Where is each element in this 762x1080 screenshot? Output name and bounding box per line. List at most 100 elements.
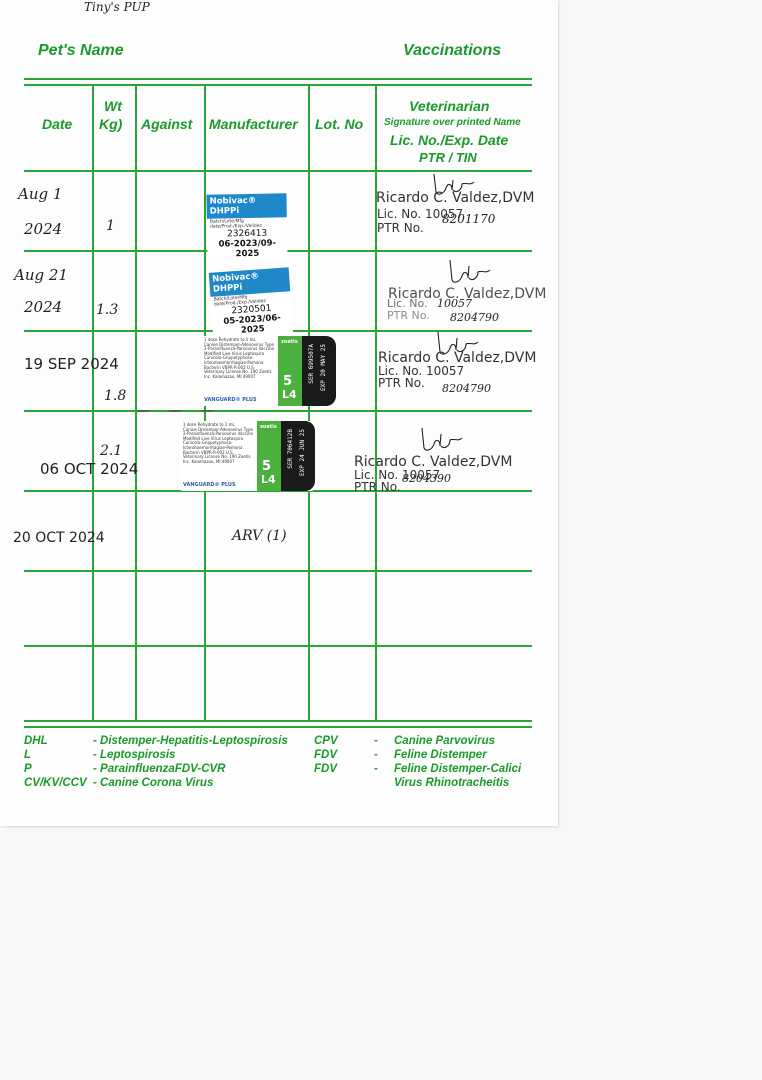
row3-ptr: PTR No. xyxy=(378,376,425,390)
vanguard-lot: SER 699507A xyxy=(308,344,315,384)
vet-signature-subheader: Signature over printed Name xyxy=(384,117,521,128)
vanguard-dose: 1 dose Rehydrate to 1 mL xyxy=(183,422,235,427)
legend-abbr: DHL xyxy=(24,735,48,747)
legend-dash: - xyxy=(374,749,378,761)
vanguard-expiry: EXP 20 MAY 25 xyxy=(320,344,327,391)
against-column-header: Against xyxy=(141,116,193,132)
column-divider-1 xyxy=(92,84,94,720)
nobivac-expiry: 06-2023/09-2025 xyxy=(218,238,277,260)
zoetis-logo: zoetis xyxy=(260,424,277,430)
vet-ptr-subheader: PTR / TIN xyxy=(419,150,477,165)
column-divider-2 xyxy=(135,84,137,720)
row-rule-6 xyxy=(24,645,532,647)
vanguard-description: Canine Distemper-Adenovirus Type 2-Parai… xyxy=(204,341,274,379)
legend-abbr: L xyxy=(24,749,32,761)
row2-date-line1: Aug 21 xyxy=(14,266,68,284)
row2-lic: Lic. No. xyxy=(387,297,428,310)
row-rule-3 xyxy=(24,410,532,412)
row2-weight: 1.3 xyxy=(96,302,119,318)
vaccinations-heading: Vaccinations xyxy=(403,42,502,59)
vanguard-expiry: EXP 24 JUN 25 xyxy=(299,429,306,476)
legend-abbr: CV/KV/CCV xyxy=(24,777,87,789)
date-column-header: Date xyxy=(42,116,73,132)
legend-desc: - Canine Corona Virus xyxy=(93,777,214,789)
row-rule-5 xyxy=(24,570,532,572)
row3-date: 19 SEP 2024 xyxy=(24,355,119,373)
row1-vet-name: Ricardo C. Valdez,DVM xyxy=(376,190,535,206)
vanguard-description: Canine Distemper-Adenovirus Type 2-Parai… xyxy=(183,426,253,464)
row4-date: 06 OCT 2024 xyxy=(40,460,139,478)
row1-ptr: PTR No. xyxy=(377,221,424,235)
vanguard-code: L4 xyxy=(261,473,276,486)
row-rule-4 xyxy=(24,490,532,492)
pet-handwritten-note: Tiny's PUP xyxy=(84,0,150,14)
column-divider-5 xyxy=(375,84,377,720)
row4-ptr: PTR No. xyxy=(354,480,401,494)
legend-rule xyxy=(24,726,532,728)
row2-signature xyxy=(449,259,491,283)
row3-weight: 1.8 xyxy=(104,388,127,404)
row2-vet-name: Ricardo C. Valdez,DVM xyxy=(388,286,547,302)
row3-lic: Lic. No. 10057 xyxy=(378,364,465,378)
legend-dash: - xyxy=(374,763,378,775)
weight-column-header-top: Wt xyxy=(104,98,122,114)
fold-line xyxy=(137,410,213,412)
pets-name-heading: Pet's Name xyxy=(38,42,124,59)
vanguard-code: L4 xyxy=(282,388,297,401)
vaccination-card-page: Tiny's PUP Pet's Name Vaccinations Date … xyxy=(13,0,547,789)
header-rule-bottom xyxy=(24,84,532,86)
legend-dash: - xyxy=(374,735,378,747)
legend-desc: Virus Rhinotracheitis xyxy=(394,777,510,789)
weight-column-header-bottom: Kg) xyxy=(99,116,123,132)
row1-date-line2: 2024 xyxy=(24,220,63,238)
veterinarian-column-header: Veterinarian xyxy=(409,98,490,114)
row5-date: 20 OCT 2024 xyxy=(13,530,105,546)
table-bottom-rule xyxy=(24,720,532,722)
zoetis-logo: zoetis xyxy=(281,339,298,345)
legend-abbr: FDV xyxy=(314,749,337,761)
vanguard-logo: VANGUARD® PLUS xyxy=(204,397,257,403)
row3-ptr-handwritten: 8204790 xyxy=(442,382,491,395)
legend-desc: - ParainfluenzaFDV-CVR xyxy=(93,763,226,775)
row4-lic: Lic. No. 10057 xyxy=(354,468,441,482)
legend-abbr: CPV xyxy=(314,735,338,747)
lot-column-header: Lot. No xyxy=(315,116,364,132)
row2-ptr: PTR No. xyxy=(387,309,430,322)
vanguard-lot: SER 706412B xyxy=(287,429,294,469)
legend-desc: Feline Distemper-Calici xyxy=(394,763,522,775)
vanguard-number: 5 xyxy=(283,374,293,389)
row2-lic-handwritten: 10057 xyxy=(437,297,472,310)
row1-signature xyxy=(433,173,475,195)
row2-nobivac-sticker: Nobivac® DHPPi Batch/Lote/Mfg date/Prod.… xyxy=(208,267,294,340)
vanguard-number: 5 xyxy=(262,459,272,474)
row5-manufacturer-handwritten: ARV (1) xyxy=(232,528,287,544)
column-header-rule xyxy=(24,170,532,172)
row3-vet-name: Ricardo C. Valdez,DVM xyxy=(378,350,537,366)
row4-vet-name: Ricardo C. Valdez,DVM xyxy=(354,454,513,470)
vanguard-dose: 1 dose Rehydrate to 1 mL xyxy=(204,337,256,342)
legend-abbr: P xyxy=(24,763,32,775)
manufacturer-column-header: Manufacturer xyxy=(209,116,298,132)
row4-signature xyxy=(421,427,463,451)
row3-vanguard-sticker: 1 dose Rehydrate to 1 mL Canine Distempe… xyxy=(200,336,336,406)
header-rule-top xyxy=(24,78,532,80)
row1-ptr-handwritten: 8201170 xyxy=(442,212,496,226)
row2-ptr-handwritten: 8204790 xyxy=(450,311,499,324)
row1-lic: Lic. No. 10057 xyxy=(377,207,464,221)
legend-desc: - Leptospirosis xyxy=(93,749,176,761)
nobivac-brand: Nobivac® DHPPi xyxy=(206,193,287,219)
row4-vanguard-sticker: 1 dose Rehydrate to 1 mL Canine Distempe… xyxy=(179,421,315,491)
row1-date-line1: Aug 1 xyxy=(18,185,63,203)
vet-license-subheader: Lic. No./Exp. Date xyxy=(390,132,509,148)
row4-weight: 2.1 xyxy=(100,443,123,459)
row1-weight: 1 xyxy=(106,218,115,234)
legend-desc: - Distemper-Hepatitis-Leptospirosis xyxy=(93,735,288,747)
legend-abbr: FDV xyxy=(314,763,337,775)
legend-desc: Feline Distemper xyxy=(394,749,487,761)
row4-ptr-handwritten: 8204390 xyxy=(402,472,451,485)
legend-desc: Canine Parvovirus xyxy=(394,735,495,747)
row3-signature xyxy=(437,331,479,355)
row1-nobivac-sticker: Nobivac® DHPPi Batch/Lote/Mfg date/Prod.… xyxy=(206,193,288,262)
row2-date-line2: 2024 xyxy=(24,298,63,316)
vanguard-logo: VANGUARD® PLUS xyxy=(183,482,236,488)
